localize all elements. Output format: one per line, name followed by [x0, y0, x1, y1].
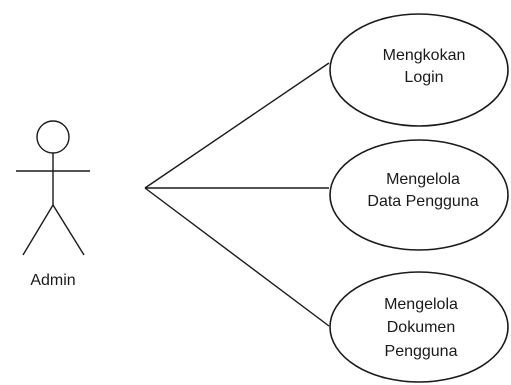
use-case-2-ellipse	[329, 139, 509, 251]
use-case-2: Mengelola Data Pengguna	[329, 139, 509, 251]
use-case-3-line3: Pengguna	[385, 343, 458, 360]
associations	[144, 62, 330, 327]
actor-right-leg	[52, 204, 85, 256]
use-case-1-line2: Login	[404, 69, 443, 86]
use-case-3-ellipse	[329, 271, 509, 383]
use-case-3-line2: Dokumen	[387, 319, 455, 336]
actor-admin: Admin	[16, 120, 90, 289]
use-case-2-line2: Data Pengguna	[367, 193, 478, 210]
use-case-3-line1: Mengelola	[384, 296, 458, 313]
use-case-3: Mengelola Dokumen Pengguna	[329, 271, 509, 383]
actor-left-leg	[22, 204, 54, 256]
actor-head	[36, 120, 70, 154]
use-case-1-ellipse	[329, 13, 509, 127]
stick-figure-icon	[16, 120, 90, 256]
actor-name: Admin	[30, 272, 75, 289]
use-case-1: Mengkokan Login	[329, 13, 509, 127]
use-case-1-line1: Mengkokan	[383, 47, 466, 64]
association-line-3	[144, 187, 330, 327]
association-line-1	[144, 62, 330, 189]
use-case-2-line1: Mengelola	[386, 171, 460, 188]
